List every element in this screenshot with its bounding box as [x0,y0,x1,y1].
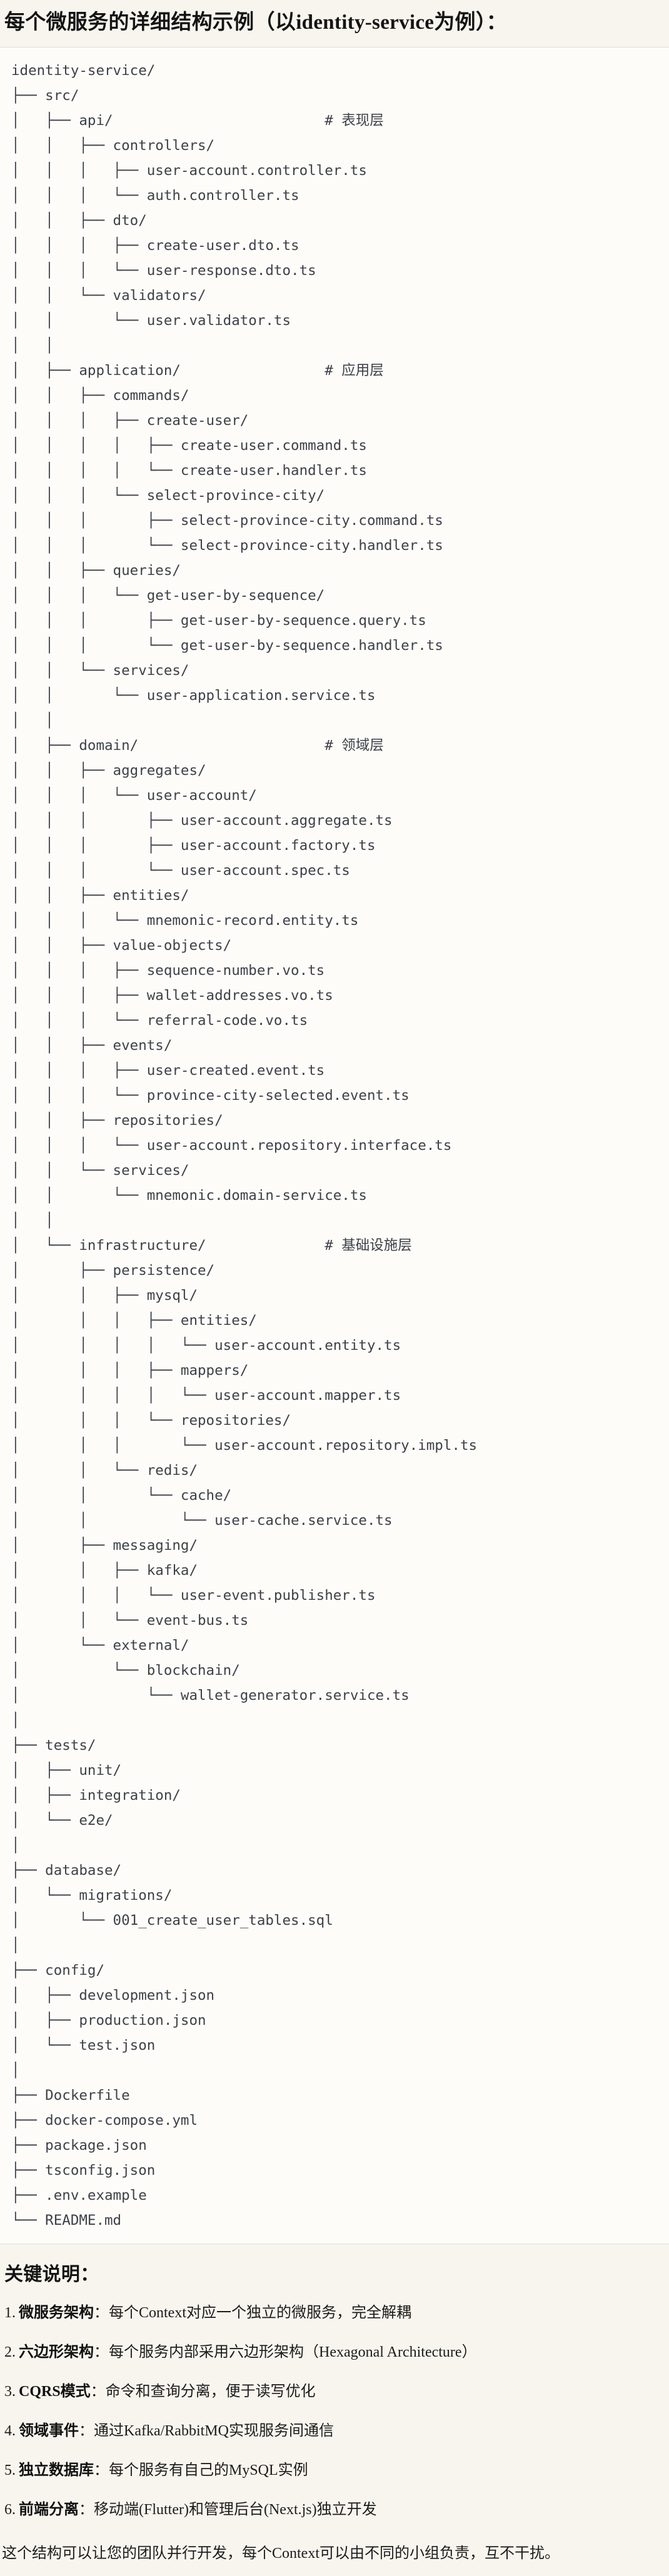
note-number: 5. [4,2462,16,2479]
notes-heading: 关键说明： [4,2264,99,2285]
note-text: ：命令和查询分离，便于读写优化 [90,2384,316,2400]
note-item: 1.微服务架构：每个Context对应一个独立的微服务，完全解耦 [4,2303,663,2323]
note-number: 3. [4,2384,16,2400]
note-label: 领域事件 [19,2423,79,2440]
note-number: 6. [4,2502,16,2519]
note-item: 3.CQRS模式：命令和查询分离，便于读写优化 [4,2382,663,2402]
note-label: 独立数据库 [19,2462,94,2479]
note-label: 六边形架构 [19,2344,94,2361]
note-item: 5.独立数据库：每个服务有自己的MySQL实例 [4,2460,663,2480]
note-item: 4.领域事件：通过Kafka/RabbitMQ实现服务间通信 [4,2421,663,2441]
note-text: ：每个Context对应一个独立的微服务，完全解耦 [94,2305,411,2322]
notes-section: 关键说明： 1.微服务架构：每个Context对应一个独立的微服务，完全解耦 2… [0,2262,669,2576]
page-title: 每个微服务的详细结构示例（以identity-service为例）： [4,11,507,34]
note-text: ：每个服务内部采用六边形架构（Hexagonal Architecture） [94,2344,477,2361]
code-block: identity-service/ ├── src/ │ ├── api/ # … [0,47,669,2245]
note-text: ：每个服务有自己的MySQL实例 [94,2462,308,2479]
closing-paragraph: 这个结构可以让您的团队并行开发，每个Context可以由不同的小组负责，互不干扰… [2,2545,560,2562]
note-text: ：通过Kafka/RabbitMQ实现服务间通信 [79,2423,334,2440]
note-label: 微服务架构 [19,2305,94,2322]
note-item: 6.前端分离：移动端(Flutter)和管理后台(Next.js)独立开发 [4,2500,663,2520]
note-item: 2.六边形架构：每个服务内部采用六边形架构（Hexagonal Architec… [4,2342,663,2362]
note-number: 4. [4,2423,16,2440]
directory-tree: identity-service/ ├── src/ │ ├── api/ # … [11,62,478,2229]
note-number: 2. [4,2344,16,2361]
note-text: ：移动端(Flutter)和管理后台(Next.js)独立开发 [79,2502,377,2519]
note-label: 前端分离 [19,2502,79,2519]
note-number: 1. [4,2305,16,2322]
note-label: CQRS模式 [19,2384,91,2400]
